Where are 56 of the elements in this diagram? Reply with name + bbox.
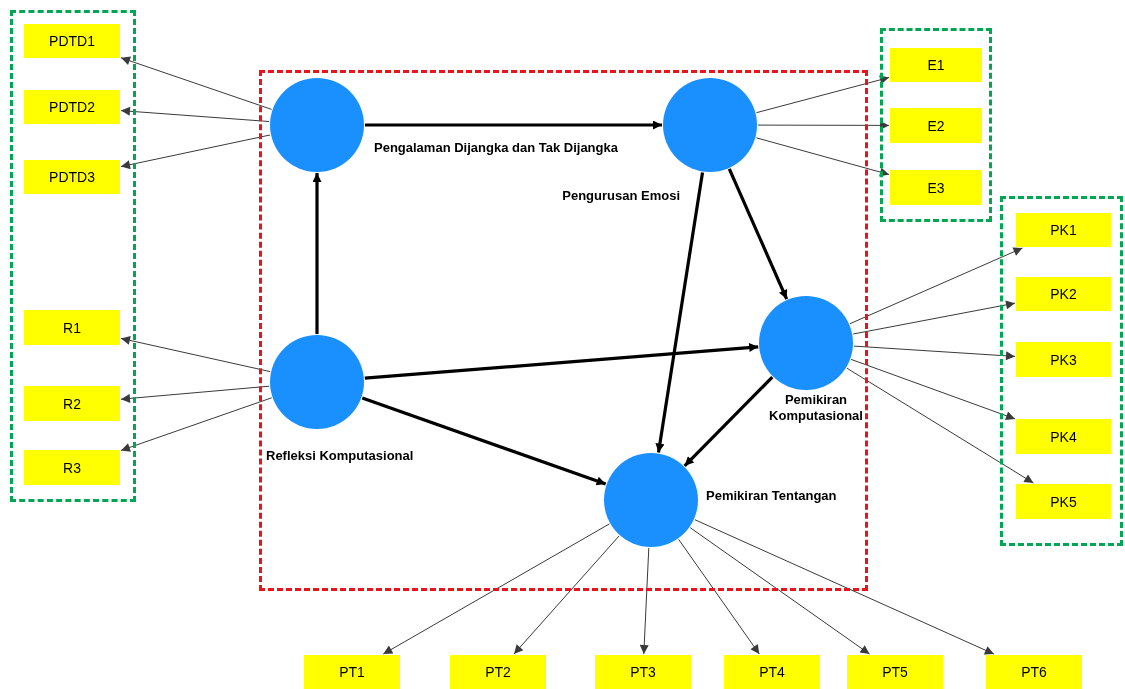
indicator-box: E1	[890, 48, 982, 82]
arrow	[120, 134, 271, 170]
arrow	[120, 397, 273, 452]
indicator-box: PDTD2	[24, 90, 120, 124]
arrow	[120, 335, 271, 373]
arrow	[365, 120, 662, 130]
indicator-box: PDTD1	[24, 24, 120, 58]
indicator-box: PT6	[986, 655, 1082, 689]
indicator-box: E3	[890, 170, 982, 205]
indicator-box: PK3	[1016, 342, 1111, 377]
arrow	[755, 137, 890, 177]
indicator-box: PT1	[304, 655, 400, 689]
indicator-box: R3	[24, 450, 120, 485]
indicator-box: PK2	[1016, 277, 1111, 311]
node-label: Pemikiran Tentangan	[706, 488, 838, 504]
arrow	[120, 385, 270, 403]
node-label: Refleksi Komputasional	[266, 448, 415, 464]
indicator-box: PT5	[847, 655, 943, 689]
arrow	[846, 367, 1034, 484]
indicator-box: E2	[890, 108, 982, 143]
arrow	[852, 300, 1016, 335]
indicator-box: PK4	[1016, 419, 1111, 454]
node-label: Pengalaman Dijangka dan Tak Dijangka	[374, 140, 619, 156]
arrow	[727, 168, 789, 300]
arrow	[513, 535, 620, 655]
arrow	[694, 519, 995, 655]
arrow	[678, 538, 760, 655]
dashed-group-frame	[10, 10, 136, 502]
indicator-box: R1	[24, 310, 120, 345]
indicator-box: R2	[24, 386, 120, 421]
arrow	[361, 396, 607, 486]
arrow	[755, 75, 890, 114]
arrow	[757, 120, 890, 130]
indicator-box: PDTD3	[24, 160, 120, 194]
arrow	[312, 173, 322, 334]
arrow	[382, 523, 610, 655]
arrow	[849, 247, 1023, 325]
arrow	[639, 547, 650, 655]
indicator-box: PK5	[1016, 484, 1111, 519]
node-label: Pemikiran Komputasional	[768, 392, 864, 424]
indicator-box: PT3	[595, 655, 691, 689]
indicator-box: PT2	[450, 655, 546, 689]
node-label: Pengurusan Emosi	[561, 188, 680, 204]
arrow	[120, 56, 273, 110]
arrow	[689, 527, 870, 655]
arrow	[120, 106, 270, 122]
indicator-box: PK1	[1016, 213, 1111, 247]
arrow	[850, 358, 1016, 421]
dashed-group-frame	[1000, 196, 1123, 546]
arrow	[683, 376, 774, 467]
arrow	[655, 172, 705, 453]
indicator-box: PT4	[724, 655, 820, 689]
dashed-group-frame	[880, 28, 992, 222]
arrow	[364, 343, 759, 380]
arrow	[853, 345, 1016, 361]
dashed-group-frame	[259, 70, 868, 591]
